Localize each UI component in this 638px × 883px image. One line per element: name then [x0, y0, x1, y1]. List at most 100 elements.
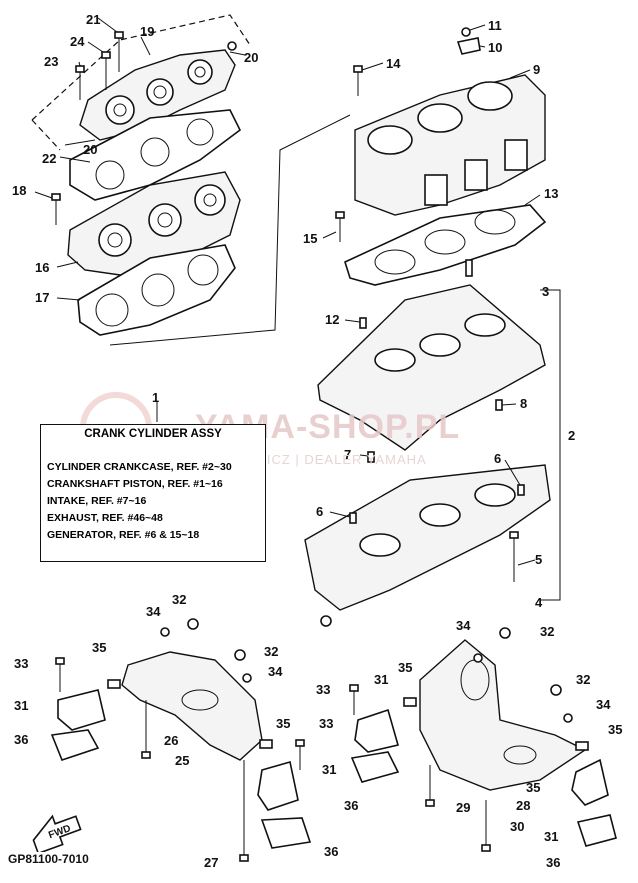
- callout-36a: 36: [14, 732, 28, 747]
- bolt-32c: [499, 627, 511, 639]
- plug-4: [320, 615, 332, 627]
- callout-32d: 32: [576, 672, 590, 687]
- callout-2: 2: [568, 428, 575, 443]
- callout-labels: 21 19 24 23 20 20 22 18 16 17 11 10 14 9…: [12, 12, 622, 870]
- reference-line: INTAKE, REF. #7~16: [47, 495, 147, 507]
- ref-bracket-2: [540, 289, 561, 601]
- callout-10: 10: [488, 40, 502, 55]
- plate-36c: [350, 751, 400, 783]
- callout-16: 16: [35, 260, 49, 275]
- callout-26: 26: [164, 733, 178, 748]
- rubber-mount-31c: [354, 708, 400, 753]
- plate-36a: [50, 729, 100, 761]
- callout-36c: 36: [344, 798, 358, 813]
- callout-9: 9: [533, 62, 540, 77]
- callout-8: 8: [520, 396, 527, 411]
- callout-6b: 6: [316, 504, 323, 519]
- engine-mount-bracket-25: [121, 651, 263, 761]
- bolt-33a: [55, 657, 65, 692]
- callout-12: 12: [325, 312, 339, 327]
- washer-34d: [563, 713, 573, 723]
- bolt-15: [335, 211, 345, 242]
- callout-3: 3: [542, 284, 549, 299]
- bolt-32b: [234, 649, 246, 661]
- callout-35a: 35: [92, 640, 106, 655]
- clip-35d: [575, 741, 589, 751]
- reference-line: CYLINDER CRANKCASE, REF. #2~30: [47, 461, 232, 473]
- dowel-7: [367, 451, 375, 463]
- callout-34d: 34: [596, 697, 611, 712]
- bolt-18: [51, 193, 61, 225]
- callout-13: 13: [544, 186, 558, 201]
- bracket-10: [456, 37, 481, 55]
- callout-17: 17: [35, 290, 49, 305]
- lower-crankcase-4: [304, 464, 551, 611]
- bolt-24: [101, 51, 111, 90]
- callout-11: 11: [488, 18, 502, 33]
- cylinder-block-9: [354, 74, 546, 216]
- callout-34a: 34: [146, 604, 161, 619]
- callout-35d: 35: [608, 722, 622, 737]
- washer-34a: [160, 627, 170, 637]
- reference-line: GENERATOR, REF. #6 & 15~18: [47, 529, 200, 541]
- callout-27: 27: [204, 855, 218, 870]
- reference-line: EXHAUST, REF. #46~48: [47, 512, 163, 524]
- head-gasket-17: [77, 244, 236, 336]
- callout-31b: 31: [322, 762, 336, 777]
- dowel-6a: [349, 512, 357, 524]
- callout-34c: 34: [456, 618, 471, 633]
- callout-23: 23: [44, 54, 58, 69]
- assembly-guide-line: [109, 114, 351, 346]
- callout-24: 24: [70, 34, 85, 49]
- bolt-33b: [295, 739, 305, 770]
- bolt-29: [425, 765, 435, 807]
- callout-14: 14: [386, 56, 401, 71]
- callout-31a: 31: [14, 698, 28, 713]
- callout-30: 30: [510, 819, 524, 834]
- callout-36d: 36: [546, 855, 560, 870]
- callout-34b: 34: [268, 664, 283, 679]
- bolt-32a: [187, 618, 199, 630]
- dowel-6b: [517, 484, 525, 496]
- callout-5: 5: [535, 552, 542, 567]
- head-cover-part: [79, 49, 236, 141]
- washer-34b: [242, 673, 252, 683]
- callout-32c: 32: [540, 624, 554, 639]
- stud-3: [465, 259, 473, 277]
- callout-35e: 35: [526, 780, 540, 795]
- washer-34c: [473, 653, 483, 663]
- bolt-27: [239, 760, 249, 862]
- callout-29: 29: [456, 800, 470, 815]
- callout-1: 1: [152, 390, 159, 405]
- callout-35c: 35: [398, 660, 412, 675]
- bolt-26: [141, 700, 151, 759]
- bolt-32d: [550, 684, 562, 696]
- callout-20a: 20: [244, 50, 258, 65]
- clip-35b: [259, 739, 273, 749]
- fwd-arrow-icon: FWD: [32, 814, 82, 852]
- callout-15: 15: [303, 231, 317, 246]
- callout-25: 25: [175, 753, 189, 768]
- leader-lines: [34, 17, 541, 566]
- callout-7: 7: [344, 447, 351, 462]
- dowel-8: [495, 399, 503, 411]
- dowel-12: [359, 317, 367, 329]
- rubber-mount-31b: [257, 760, 299, 811]
- callout-31d: 31: [544, 829, 558, 844]
- plate-36d: [576, 814, 617, 847]
- callout-20b: 20: [83, 142, 97, 157]
- callout-33c: 33: [316, 682, 330, 697]
- callout-35b: 35: [276, 716, 290, 731]
- reference-line: CRANKSHAFT PISTON, REF. #1~16: [47, 478, 223, 490]
- cylinder-head-cover-dashed-box: [31, 14, 251, 151]
- engine-mount-bracket-28: [419, 639, 587, 791]
- callout-31c: 31: [374, 672, 388, 687]
- callout-33b: 33: [319, 716, 333, 731]
- clip-35c: [403, 697, 417, 707]
- callout-32b: 32: [264, 644, 278, 659]
- callout-22: 22: [42, 151, 56, 166]
- drawing-code: GP81100-7010: [8, 852, 89, 866]
- reference-box: CRANK CYLINDER ASSY CYLINDER CRANKCASE, …: [40, 424, 266, 562]
- bolt-23: [75, 65, 85, 100]
